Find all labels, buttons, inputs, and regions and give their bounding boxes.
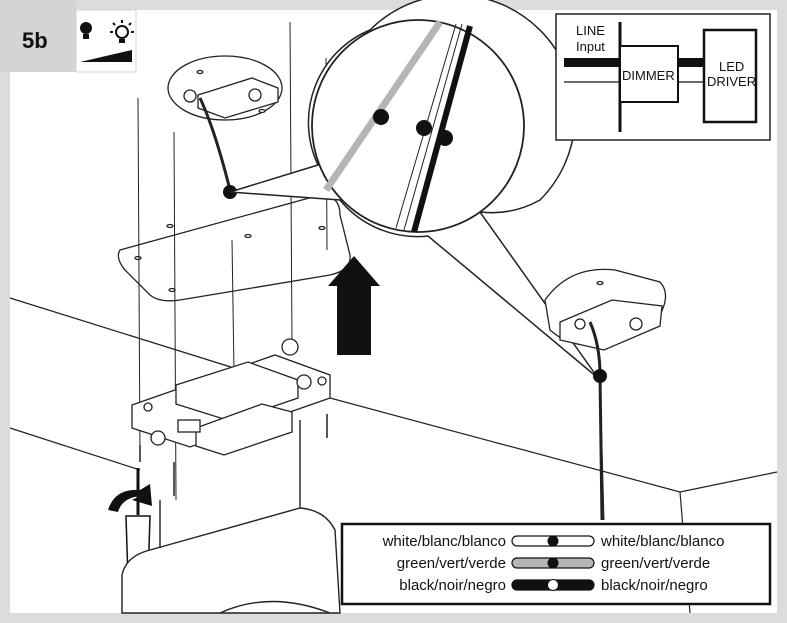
line-label: LINE	[576, 23, 605, 38]
legend-right-green: green/vert/verde	[601, 555, 710, 572]
legend-right-black: black/noir/negro	[601, 577, 708, 594]
step-number: 5b	[22, 28, 48, 53]
sun-icon	[110, 20, 134, 43]
wire-connector-right	[593, 369, 607, 383]
arrow-up-icon	[328, 256, 380, 355]
line-sublabel: Input	[576, 39, 605, 54]
legend-left-green: green/vert/verde	[397, 555, 506, 572]
rotate-arrow-icon	[108, 484, 152, 512]
legend-right-white: white/blanc/blanco	[600, 533, 724, 550]
legend-row-green: green/vert/verde green/vert/verde	[397, 555, 710, 572]
driver-label-2: DRIVER	[707, 74, 756, 89]
legend-row-black: black/noir/negro black/noir/negro	[399, 577, 707, 594]
legend-row-white: white/blanc/blanco white/blanc/blanco	[382, 533, 725, 550]
canopy-plate	[117, 194, 351, 302]
dimmer-label: DIMMER	[622, 68, 675, 83]
driver-label-1: LED	[719, 59, 744, 74]
legend-left-white: white/blanc/blanco	[382, 533, 506, 550]
wire-legend: white/blanc/blanco white/blanc/blanco gr…	[340, 522, 772, 606]
supply-wires	[198, 97, 232, 191]
magnifier-callout	[229, 0, 599, 379]
luminaire-body	[121, 420, 341, 614]
junction-box-right	[544, 268, 667, 351]
screws	[139, 414, 328, 496]
junction-box-upper	[167, 55, 283, 121]
bulb-icon	[80, 22, 92, 39]
mounting-bracket	[131, 338, 331, 456]
wiring-schematic: LINE Input DIMMER LED DRIVER	[555, 13, 771, 141]
legend-left-black: black/noir/negro	[399, 577, 506, 594]
dimmer-ramp-icon	[80, 50, 132, 62]
